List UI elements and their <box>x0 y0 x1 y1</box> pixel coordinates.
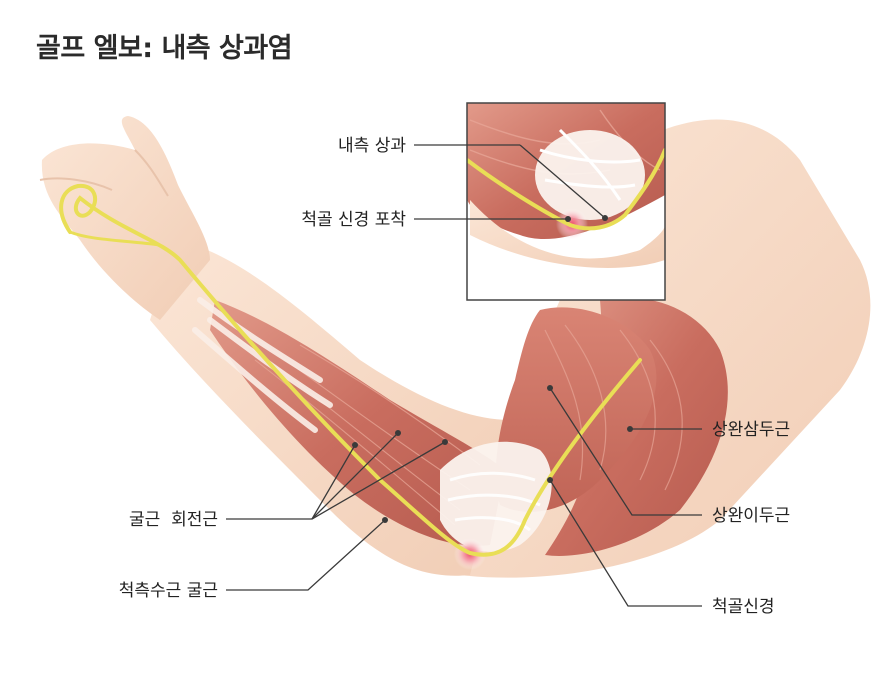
label-triceps: 상완삼두근 <box>712 420 790 440</box>
ulnar-nerve <box>59 183 642 557</box>
leader-lines <box>226 144 702 607</box>
page-title: 골프 엘보: 내측 상과염 <box>36 33 293 64</box>
hand <box>41 116 210 320</box>
forearm-flexor-muscles <box>210 300 505 546</box>
label-ulnar-entrapment: 척골 신경 포착 <box>301 210 406 230</box>
label-flexor-pronator: 굴근 회전근 <box>129 510 218 530</box>
label-flexor-carpi-ulnaris: 척측수근 굴근 <box>119 581 218 601</box>
label-ulnar-nerve: 척골신경 <box>712 597 775 617</box>
inset-magnified-elbow <box>466 102 666 301</box>
label-biceps: 상완이두근 <box>712 506 790 526</box>
label-medial-epicondyle: 내측 상과 <box>338 136 406 156</box>
